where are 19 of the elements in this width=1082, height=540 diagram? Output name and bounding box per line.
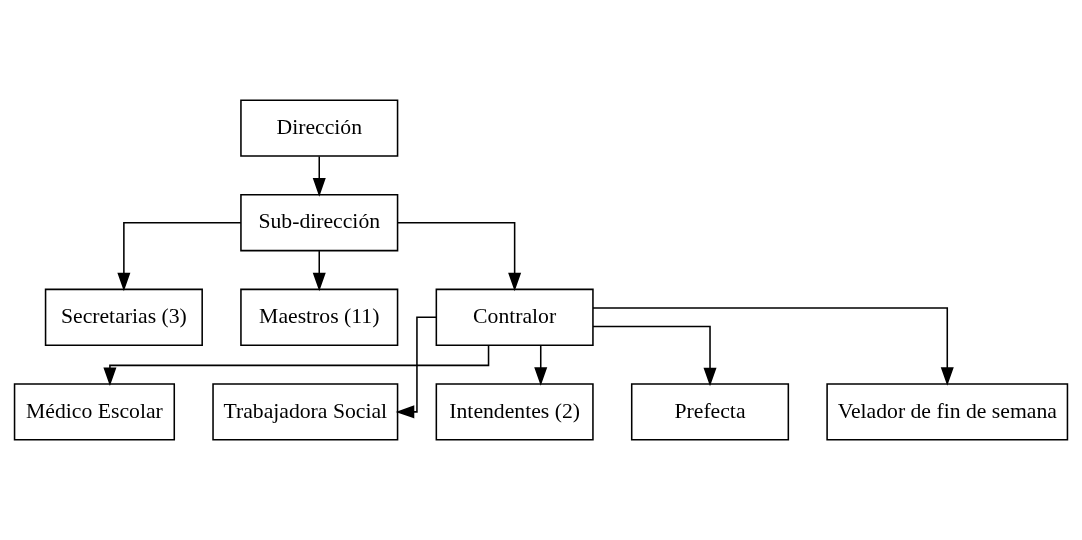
arrow xyxy=(592,325,717,387)
node-box: Intendentes (2) xyxy=(435,383,594,441)
node-box: Contralor xyxy=(435,288,594,346)
node-box: Dirección xyxy=(240,99,399,157)
arrow xyxy=(395,316,438,419)
node-box: Médico Escolar xyxy=(13,383,176,441)
arrow xyxy=(312,250,326,292)
node-box: Sub-dirección xyxy=(240,194,399,252)
arrow xyxy=(592,307,954,386)
node-box: Prefecta xyxy=(630,383,790,441)
node-box: Secretarias (3) xyxy=(44,288,203,346)
arrow xyxy=(103,344,490,387)
node-box: Maestros (11) xyxy=(240,288,399,346)
arrow xyxy=(396,221,522,292)
arrow xyxy=(534,344,548,386)
node-box: Trabajadora Social xyxy=(212,383,399,441)
arrow xyxy=(117,221,242,292)
arrow xyxy=(312,155,326,197)
node-box: Velador de fin de semana xyxy=(826,383,1069,441)
